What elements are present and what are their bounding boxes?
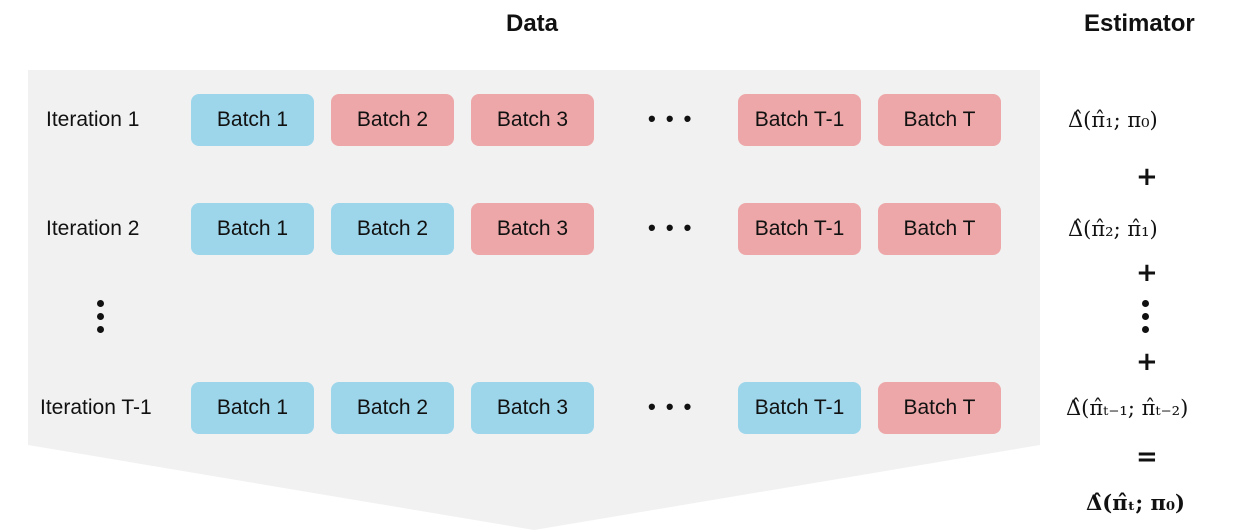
batch-box: Batch 3	[471, 203, 594, 255]
vertical-ellipsis	[95, 300, 105, 339]
estimator-term-2: Δ̂(π̂₂; π̂₁)	[1068, 217, 1158, 241]
batch-box: Batch T	[878, 382, 1001, 434]
batch-box: Batch 1	[191, 94, 314, 146]
batch-box: Batch 2	[331, 203, 454, 255]
plus-operator: +	[1136, 258, 1158, 288]
horizontal-ellipsis: • • •	[648, 215, 694, 240]
batch-box: Batch 3	[471, 382, 594, 434]
batch-box: Batch T-1	[738, 94, 861, 146]
horizontal-ellipsis: • • •	[648, 394, 694, 419]
iteration-2-label: Iteration 2	[46, 217, 140, 240]
estimator-heading: Estimator	[1084, 10, 1195, 37]
batch-box: Batch 3	[471, 94, 594, 146]
iteration-t-minus-1-label: Iteration T-1	[40, 396, 152, 419]
estimator-result: Δ̂(π̂ₜ; π₀)	[1086, 490, 1185, 515]
estimator-term-t-minus-1: Δ̂(π̂ₜ₋₁; π̂ₜ₋₂)	[1066, 396, 1189, 420]
horizontal-ellipsis: • • •	[648, 106, 694, 131]
batch-box: Batch 1	[191, 382, 314, 434]
vertical-ellipsis	[1140, 300, 1150, 339]
batch-box: Batch 1	[191, 203, 314, 255]
estimator-term-1: Δ̂(π̂₁; π₀)	[1068, 108, 1158, 132]
plus-operator: +	[1136, 162, 1158, 192]
batch-box: Batch 2	[331, 382, 454, 434]
batch-box: Batch 2	[331, 94, 454, 146]
batch-box: Batch T-1	[738, 203, 861, 255]
plus-operator: +	[1136, 347, 1158, 377]
batch-box: Batch T-1	[738, 382, 861, 434]
data-heading: Data	[506, 10, 559, 37]
equals-operator: =	[1136, 442, 1158, 472]
batch-box: Batch T	[878, 94, 1001, 146]
iteration-1-label: Iteration 1	[46, 108, 140, 131]
batch-box: Batch T	[878, 203, 1001, 255]
